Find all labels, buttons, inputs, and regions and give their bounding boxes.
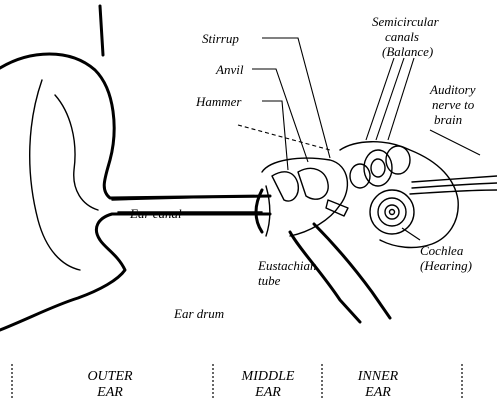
leader-lines (238, 38, 480, 240)
label-cochlea-line-2: (Hearing) (420, 258, 472, 273)
section-middle-line-1: MIDDLE (241, 369, 295, 384)
label-semicircular-line-3: (Balance) (382, 44, 433, 59)
anvil-bone (298, 168, 328, 199)
section-middle-line-2: EAR (254, 385, 281, 400)
label-auditory-line-1: Auditory (429, 82, 476, 97)
label-semicircular-line-2: canals (385, 29, 419, 44)
label-ear-drum: Ear drum (173, 306, 224, 321)
label-ear-canal: Ear canal (129, 206, 182, 221)
label-auditory-line-3: brain (434, 112, 462, 127)
label-eustachian-line-2: tube (258, 273, 281, 288)
label-hammer: Hammer (195, 94, 242, 109)
hammer-bone (272, 172, 298, 201)
label-eustachian-line-1: Eustachian (257, 258, 317, 273)
label-semicircular-line-1: Semicircular (372, 14, 440, 29)
cochlea (370, 190, 414, 234)
label-anvil: Anvil (215, 62, 244, 77)
ear-drum (256, 186, 270, 236)
section-labels: OUTER EAR MIDDLE EAR INNER EAR (87, 369, 398, 400)
section-outer-line-1: OUTER (87, 369, 133, 384)
section-inner-line-2: EAR (364, 385, 391, 400)
eustachian-tube (290, 224, 390, 322)
inner-ear-outline (340, 142, 458, 248)
labels: Stirrup Anvil Hammer Semicircular canals… (129, 14, 476, 321)
section-outer-line-2: EAR (96, 385, 123, 400)
auditory-nerve (410, 176, 497, 194)
label-auditory-line-2: nerve to (432, 97, 475, 112)
outer-ear-pinna (0, 6, 270, 330)
semicircular-canals (350, 146, 410, 188)
label-cochlea-line-1: Cochlea (420, 243, 464, 258)
label-stirrup: Stirrup (202, 31, 239, 46)
section-inner-line-1: INNER (357, 369, 399, 384)
